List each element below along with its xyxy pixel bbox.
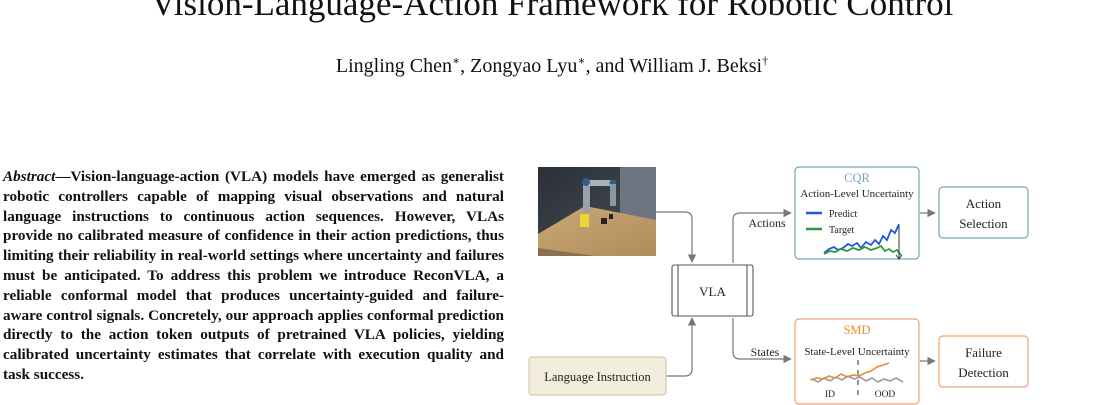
target-legend-label: Target [829, 225, 854, 236]
corresponding-author-mark: † [762, 53, 769, 68]
predict-curve [823, 223, 900, 254]
failure-detection-line1: Failure [965, 345, 1002, 360]
framework-figure: Actions States VLA Language Instruction … [525, 160, 1045, 405]
abstract-body: Vision-language-action (VLA) models have… [3, 168, 504, 383]
image-to-vla-arrow [656, 211, 697, 263]
failure-detection-line2: Detection [958, 365, 1009, 380]
paper-title: Vision-Language-Action Framework for Rob… [150, 0, 954, 23]
cqr-heading: CQR [844, 171, 870, 185]
action-selection-line2: Selection [959, 216, 1008, 231]
equal-contribution-mark: ∗ [451, 53, 461, 68]
actions-edge-label: Actions [748, 216, 786, 230]
language-instruction-label: Language Instruction [544, 370, 651, 384]
action-selection-block: Action Selection [938, 186, 1029, 239]
author-3: William J. Beksi [629, 55, 763, 77]
language-instruction-block: Language Instruction [528, 356, 667, 396]
smd-heading: SMD [843, 323, 870, 337]
actions-arrow [732, 208, 792, 263]
states-edge-label: States [751, 345, 780, 359]
smd-subtitle: State-Level Uncertainty [804, 346, 910, 358]
language-to-vla-arrow [666, 317, 697, 377]
failure-detection-block: Failure Detection [938, 335, 1029, 388]
author-list: Lingling Chen∗, Zongyao Lyu∗, and Willia… [0, 53, 1104, 79]
cqr-panel: CQR Action-Level Uncertainty Predict Tar… [794, 166, 920, 260]
states-arrow [732, 318, 792, 364]
author-separator: , [460, 55, 471, 77]
id-label: ID [825, 390, 835, 400]
author-separator: , and [585, 55, 630, 77]
ood-label: OOD [875, 390, 896, 400]
interval-arrowhead [895, 254, 903, 260]
abstract-dash: — [55, 168, 71, 185]
smd-secondary-curve [811, 375, 904, 383]
predict-legend-label: Predict [829, 209, 858, 220]
cqr-subtitle: Action-Level Uncertainty [800, 188, 914, 200]
author-2: Zongyao Lyu [470, 55, 578, 77]
abstract: Abstract—Vision-language-action (VLA) mo… [3, 167, 504, 385]
vla-label: VLA [699, 284, 726, 299]
framework-diagram: Actions States VLA Language Instruction … [528, 166, 1029, 405]
action-selection-line1: Action [966, 196, 1002, 211]
equal-contribution-mark: ∗ [577, 53, 586, 68]
smd-panel: SMD State-Level Uncertainty ID OOD [794, 318, 920, 405]
target-curve [823, 244, 902, 256]
abstract-label: Abstract [3, 168, 56, 185]
robot-scene-image [538, 167, 656, 256]
author-1: Lingling Chen [335, 55, 452, 77]
vla-block: VLA [671, 264, 754, 317]
